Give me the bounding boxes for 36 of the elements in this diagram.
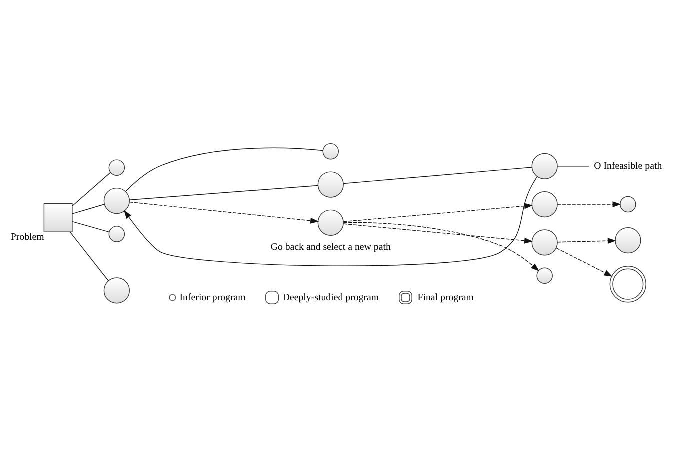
connector	[72, 172, 112, 206]
node-circle	[532, 152, 558, 179]
arrow	[129, 201, 320, 224]
node-circle	[532, 229, 558, 256]
node-circle	[104, 277, 130, 304]
node-circle	[532, 190, 558, 218]
arrow	[124, 176, 538, 266]
arrow	[343, 222, 540, 271]
node-circle	[620, 196, 636, 212]
arrow	[557, 201, 622, 208]
arrow	[343, 202, 534, 222]
node-circle	[318, 209, 344, 236]
connector	[72, 220, 110, 232]
arrow	[343, 223, 534, 244]
node-text: O Infeasible path	[594, 160, 662, 172]
node-box	[44, 203, 73, 232]
arrow	[557, 238, 616, 244]
node-circle	[318, 171, 344, 198]
node-circle	[108, 159, 126, 176]
node-label: Problem	[10, 232, 44, 242]
connector	[343, 166, 532, 184]
node-circle	[615, 227, 642, 254]
node-circle	[108, 226, 126, 242]
node-circle	[610, 265, 647, 302]
connector	[70, 231, 109, 281]
edge-label: Go back and select a new path	[270, 241, 391, 252]
node-circle	[322, 142, 339, 160]
node-circle	[104, 187, 130, 214]
legend-label: Deeply-studied program	[282, 292, 380, 303]
connector	[129, 184, 318, 200]
connector	[126, 147, 324, 192]
arrow	[556, 247, 613, 276]
node-circle	[536, 267, 553, 284]
legend-label: Inferior program	[180, 292, 246, 303]
connector	[72, 204, 105, 214]
legend-label: Final program	[418, 292, 474, 303]
